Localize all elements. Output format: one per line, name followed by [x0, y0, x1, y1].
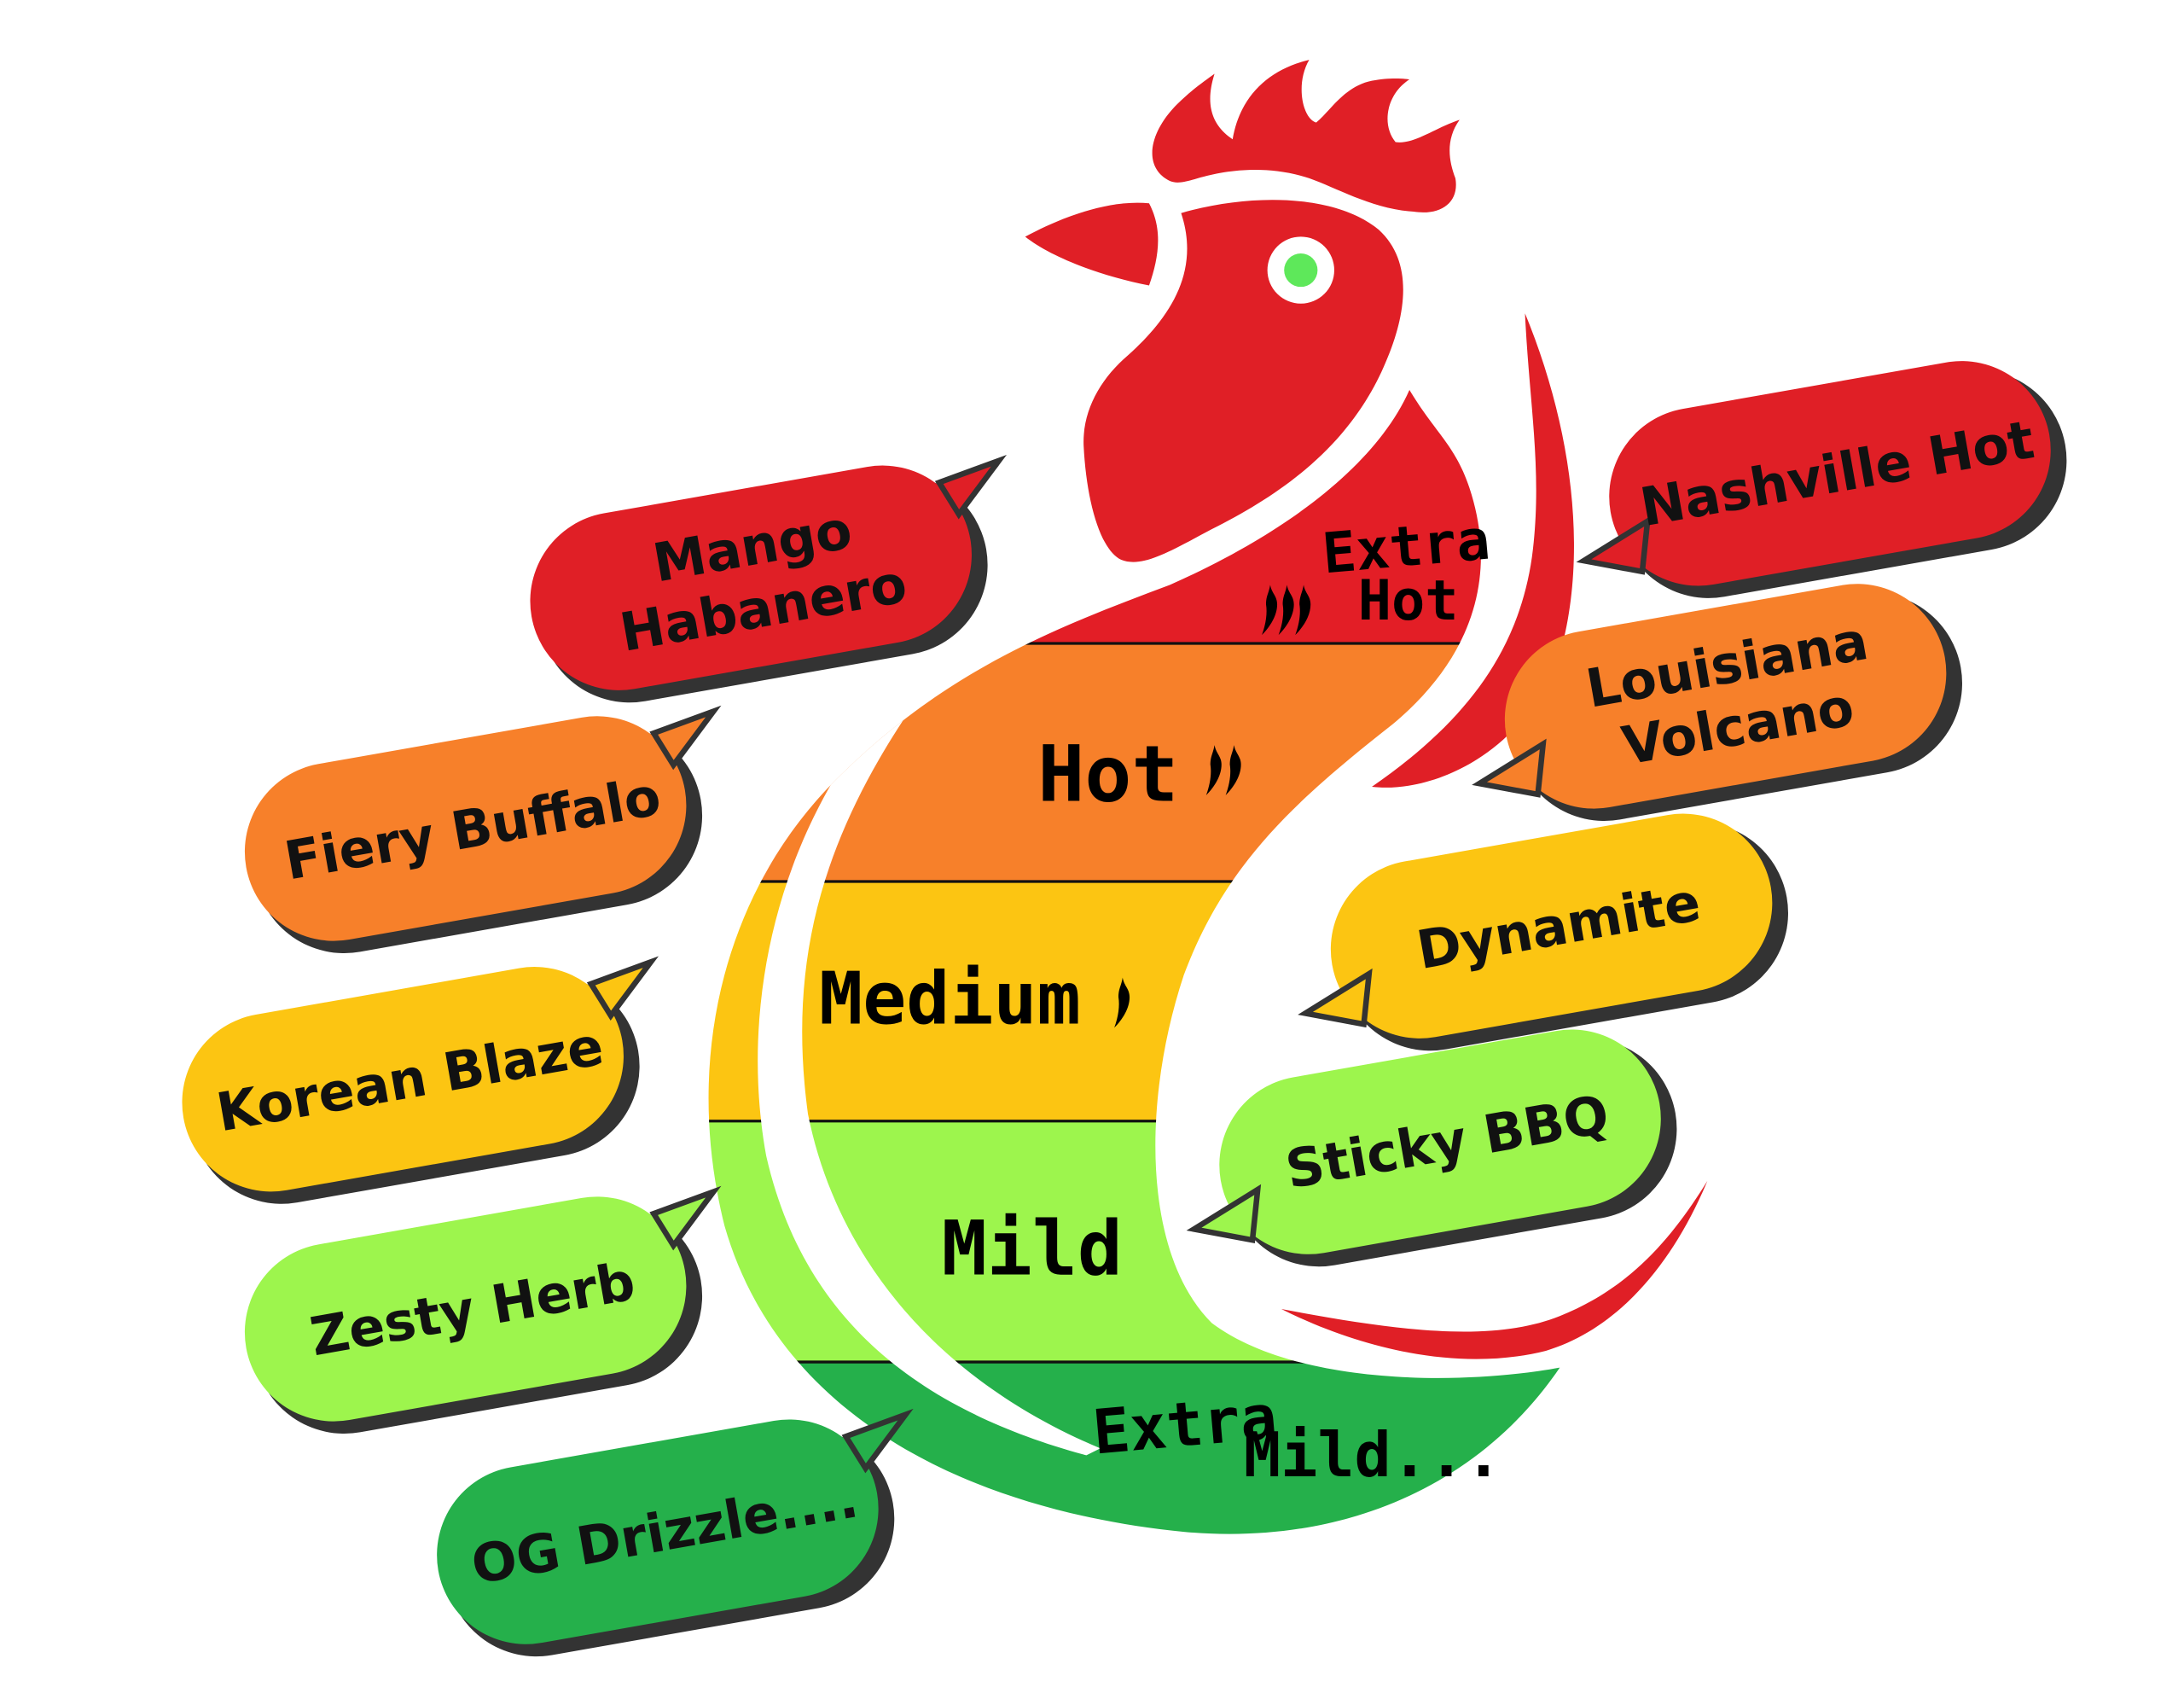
wing-swoosh	[758, 695, 1101, 1456]
label-extra-mild: Extra Mild...	[1089, 1381, 1502, 1491]
sauce-bubble-mango-habanero[interactable]: Mango Habanero	[516, 444, 1030, 718]
label-medium: Medium	[819, 957, 1130, 1041]
sauce-bubble-dynamite[interactable]: Dynamite	[1282, 797, 1803, 1072]
extra-hot-line1: Extra	[1320, 508, 1492, 587]
comb	[1152, 60, 1460, 212]
sauce-bubble-og-drizzle[interactable]: OG Drizzle....	[423, 1398, 937, 1672]
hot-label: Hot	[1037, 728, 1178, 819]
extra-mild-line2: Mild...	[1244, 1419, 1502, 1491]
sauce-bubble-korean-blaze[interactable]: Korean Blaze	[168, 946, 682, 1219]
sauce-bubble-zesty-herb[interactable]: Zesty Herb	[230, 1175, 744, 1449]
mild-label: Mild	[942, 1204, 1123, 1292]
bubble-tail	[586, 956, 659, 1021]
sauce-bubble-sticky-bbq[interactable]: Sticky BBQ	[1171, 1013, 1692, 1288]
bubble-tail	[934, 454, 1008, 520]
extra-mild-line1: Extra	[1089, 1381, 1280, 1469]
sauce-bubble-nashville-hot[interactable]: Nashville Hot	[1561, 345, 2082, 620]
rooster-head	[1025, 60, 1460, 562]
bubble-tail	[1472, 738, 1547, 798]
bubble-tail	[1186, 1184, 1262, 1244]
sauce-bubble-louisiana-volcano[interactable]: Louisiana Volcano	[1456, 567, 1977, 842]
bubble-tail	[1576, 515, 1652, 575]
medium-label: Medium	[819, 957, 1081, 1041]
sauce-bubble-fiery-buffalo[interactable]: Fiery Buffalo	[230, 695, 744, 969]
bubble-tail	[841, 1408, 914, 1474]
bubble-tail	[649, 705, 722, 771]
bubble-tail	[1298, 968, 1373, 1028]
tail-feather-lower	[1281, 1180, 1708, 1359]
bubble-tail	[649, 1185, 722, 1251]
eye	[1284, 253, 1318, 288]
extra-hot-line2: Hot	[1358, 568, 1459, 633]
label-hot: Hot	[1037, 728, 1241, 819]
label-extra-hot: Extra Hot	[1262, 508, 1492, 636]
beak	[1025, 202, 1159, 286]
